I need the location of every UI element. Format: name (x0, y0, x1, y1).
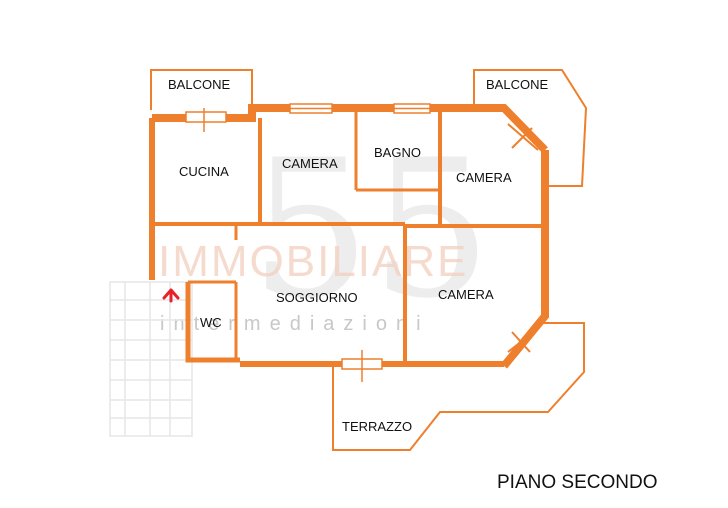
room-label-balcone-left: BALCONE (168, 77, 230, 92)
room-label-camera-3: CAMERA (438, 287, 494, 302)
floor-title: PIANO SECONDO (497, 472, 657, 493)
balcony-doors (507, 123, 539, 353)
room-label-balcone-right: BALCONE (486, 77, 548, 92)
windows (185, 103, 431, 382)
room-labels: BALCONE BALCONE CUCINA CAMERA BAGNO CAME… (168, 77, 548, 434)
room-label-bagno: BAGNO (374, 145, 421, 160)
room-label-cucina: CUCINA (179, 164, 229, 179)
watermark-subtitle: intermediazioni (160, 313, 430, 335)
staircase (109, 281, 193, 437)
up-arrow-icon (162, 288, 180, 303)
watermark-number: 55 (250, 119, 492, 340)
room-label-camera-2: CAMERA (456, 170, 512, 185)
room-label-soggiorno: SOGGIORNO (276, 290, 358, 305)
balcony-outlines (150, 69, 588, 451)
watermark: 55 IMMOBILIARE intermediazioni (158, 119, 492, 340)
room-label-camera-1: CAMERA (282, 156, 338, 171)
room-label-terrazzo: TERRAZZO (342, 419, 412, 434)
room-label-wc: WC (200, 315, 222, 330)
watermark-word: IMMOBILIARE (158, 237, 469, 286)
